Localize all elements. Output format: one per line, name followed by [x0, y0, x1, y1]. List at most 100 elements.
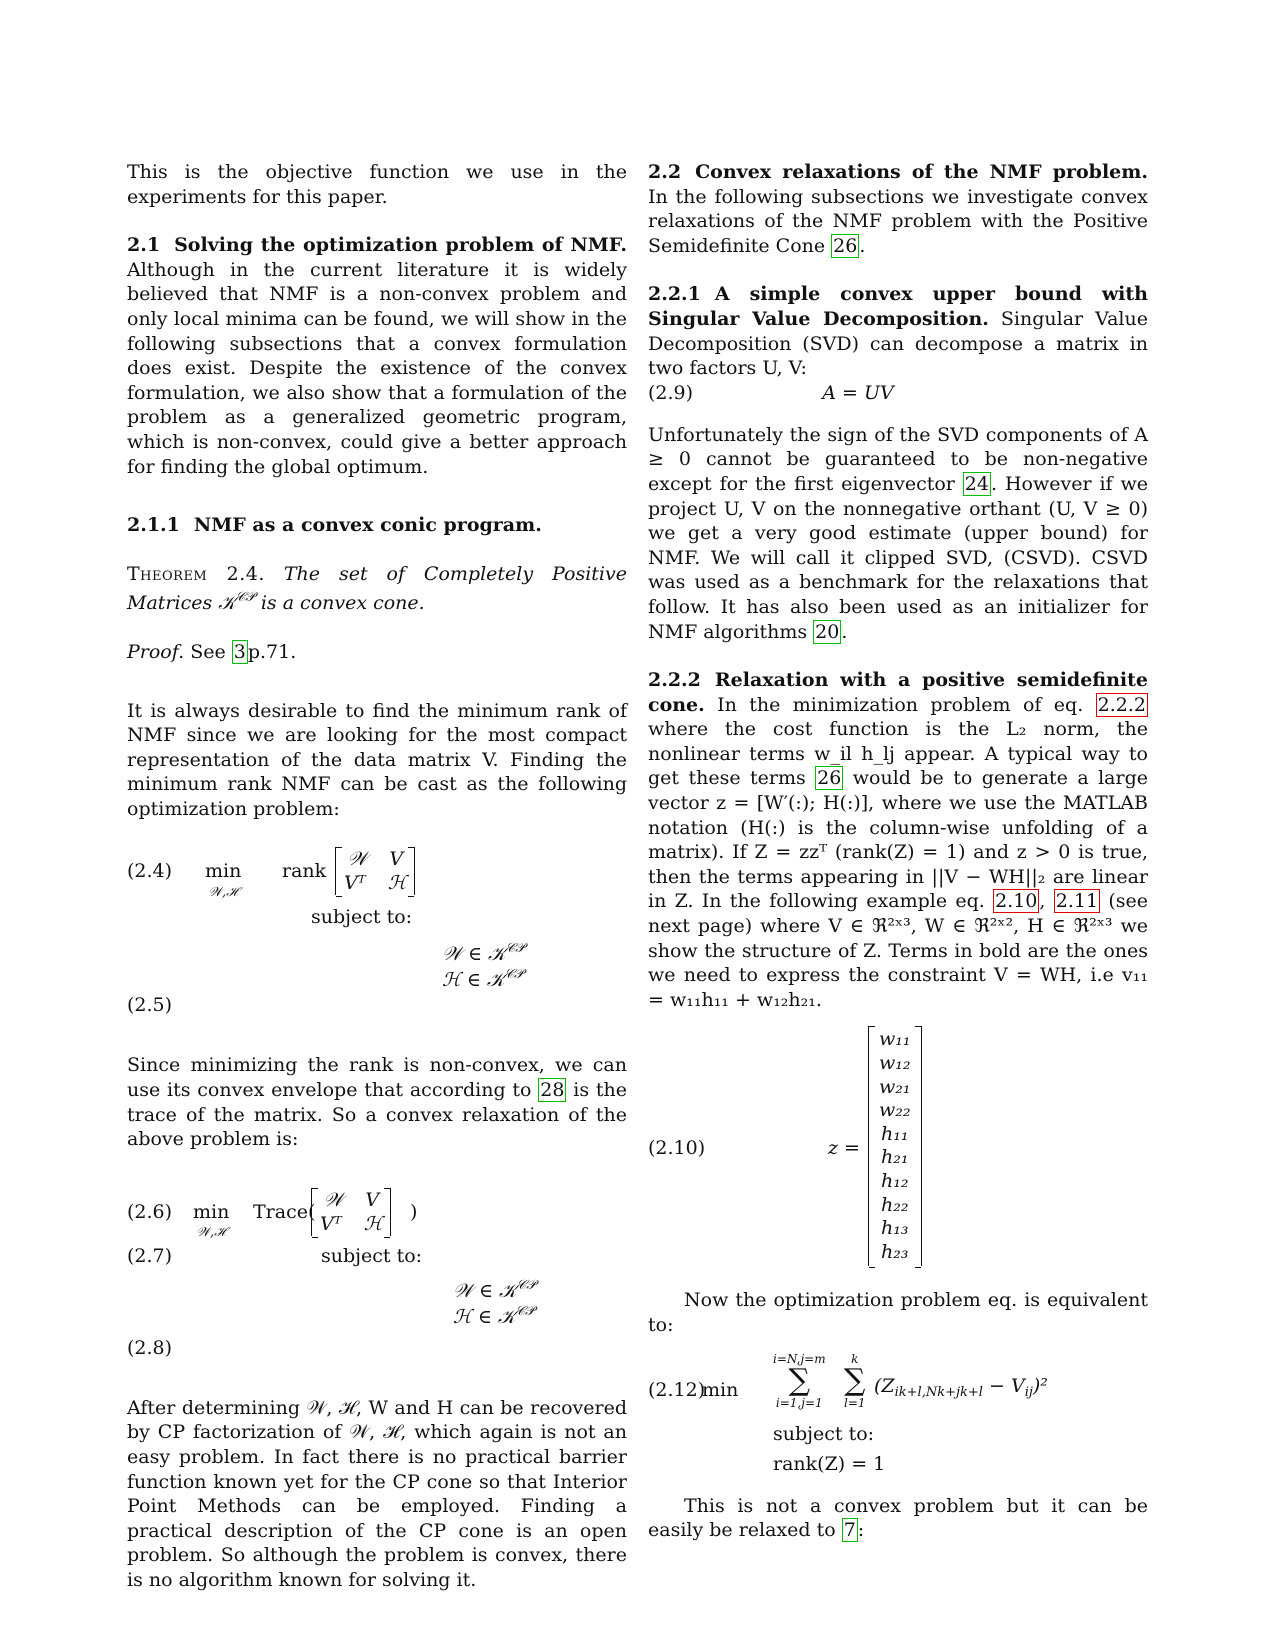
section-title: Convex relaxations of the NMF problem.	[695, 161, 1148, 183]
equation-ref-link[interactable]: 2.2.2	[1095, 692, 1148, 717]
z-entry: w₁₂	[879, 1052, 911, 1074]
text: Unfortunately the sign of the SVD compon…	[648, 423, 1148, 495]
after-paragraph: After determining 𝒲, ℋ, W and H can be r…	[127, 1396, 627, 1591]
inner-sum: k ∑ l=1	[844, 1352, 866, 1410]
constraint-w: 𝒲 ∈ 𝒦𝒞𝒫	[453, 1274, 536, 1304]
equation-number: (2.9)	[648, 381, 694, 404]
equation-number: (2.12)	[648, 1378, 706, 1401]
citation-link[interactable]: 3	[231, 639, 248, 664]
theorem-label: Theorem 2.4.	[127, 562, 265, 585]
citation-link[interactable]: 20	[813, 619, 842, 644]
citation-link[interactable]: 7	[841, 1518, 858, 1543]
trace-close: )	[410, 1200, 418, 1223]
svd-paragraph: Unfortunately the sign of the SVD compon…	[648, 423, 1148, 644]
equation-ref-link[interactable]: 2.11	[1053, 889, 1101, 914]
text: .	[841, 620, 848, 643]
sum-lower: i=1,j=1	[775, 1395, 823, 1410]
constraint-sup: 𝒞𝒫	[516, 1277, 536, 1293]
citation-link[interactable]: 26	[815, 766, 844, 791]
matrix-cell: 𝒲	[347, 848, 368, 871]
z-entry: h₁₂	[881, 1169, 909, 1192]
min-subscript: 𝒲,ℋ	[208, 885, 238, 901]
citation-link[interactable]: 24	[962, 471, 991, 496]
summand-sub: ij	[1024, 1384, 1033, 1400]
subsection-title: Relaxation with a positive semidefinite …	[648, 669, 1148, 716]
proof-post: p.71.	[247, 640, 297, 663]
text: where the cost function is the L₂ norm, …	[648, 718, 1148, 790]
theorem-2-4: Theorem 2.4. The set of Completely Posit…	[127, 562, 627, 616]
min-text: min	[205, 860, 242, 883]
equation-ref-link[interactable]: 2.10	[993, 889, 1040, 914]
text: . However if we project U, V on the nonn…	[648, 472, 1148, 643]
constraint-text: 𝒲 ∈ 𝒦	[442, 943, 506, 966]
subsection-title: NMF as a convex conic program.	[193, 514, 542, 537]
equation-number-2-8: (2.8)	[127, 1336, 173, 1359]
matrix-cell: V	[389, 848, 404, 871]
summand-part: − V	[982, 1374, 1025, 1397]
summand-part: (Z	[874, 1374, 895, 1397]
subject-to: subject to:	[321, 1244, 423, 1267]
matrix-cell: 𝒲	[323, 1188, 344, 1211]
summand-sub: ik+l,Nk+jk+l	[894, 1384, 983, 1400]
sum-upper: i=N,j=m	[773, 1351, 826, 1366]
rank-operator: rank	[282, 860, 327, 883]
z-entry: h₂₁	[881, 1146, 909, 1169]
theorem-text-a: The set of Completely Positive Matrices	[127, 562, 627, 615]
matrix-cell: V	[365, 1188, 380, 1211]
subsection-number: 2.1.1	[127, 514, 180, 537]
trace-operator: Trace(	[253, 1200, 316, 1223]
text: :	[857, 1519, 865, 1542]
cone-symbol: 𝒦	[218, 592, 236, 615]
sigma-symbol: ∑	[788, 1362, 810, 1398]
equation-number: (2.4)	[127, 860, 173, 883]
sum-lower: l=1	[844, 1395, 866, 1410]
constraint-w: 𝒲 ∈ 𝒦𝒞𝒫	[442, 937, 525, 967]
left-column: This is the objective function we use in…	[127, 160, 627, 1593]
z-entry: w₂₂	[879, 1099, 911, 1122]
matrix-cell: ℋ	[363, 1212, 383, 1235]
text: (see next page) where V ∈ ℜ²ˣ³, W ∈ ℜ²ˣ²…	[648, 890, 1148, 1011]
equation-number-2-5: (2.5)	[127, 994, 173, 1017]
text: would be to generate a large vector z = …	[648, 767, 1148, 913]
z-entry: w₂₁	[879, 1075, 911, 1098]
sigma-symbol: ∑	[844, 1362, 866, 1398]
min-text: min	[193, 1200, 230, 1223]
constraint-text: ℋ ∈ 𝒦	[453, 1305, 516, 1328]
subject-to: subject to:	[311, 906, 413, 929]
subsection-2-1-1: 2.1.1 NMF as a convex conic program.	[127, 513, 627, 538]
z-lhs: z =	[828, 1137, 860, 1160]
equation-2-9: (2.9) A = UV	[648, 381, 1148, 409]
equation-number-2-7: (2.7)	[127, 1244, 173, 1267]
proof-pre: See	[190, 640, 232, 663]
text: Since minimizing the rank is non-convex,…	[127, 1054, 627, 1102]
matrix-cell: ℋ	[387, 872, 407, 895]
section-body: Although in the current literature it is…	[127, 258, 627, 478]
equation-2-12: (2.12) min i=N,j=m ∑ i=1,j=1 k ∑ l=1 (Zi…	[648, 1352, 1148, 1422]
citation-link[interactable]: 26	[831, 233, 860, 258]
citation-link[interactable]: 28	[538, 1078, 567, 1103]
section-title: Solving the optimization problem of NMF.	[174, 234, 627, 257]
cone-superscript: 𝒞𝒫	[235, 590, 255, 606]
z-entry: h₂₂	[881, 1193, 909, 1216]
constraint-sup: 𝒞𝒫	[504, 967, 524, 983]
last-paragraph: This is not a convex problem but it can …	[648, 1494, 1148, 1543]
z-entry: h₁₁	[881, 1122, 909, 1145]
trace-paragraph: Since minimizing the rank is non-convex,…	[127, 1053, 627, 1151]
constraint-h: ℋ ∈ 𝒦𝒞𝒫	[453, 1300, 534, 1330]
text: is the trace of the matrix. So a convex …	[127, 1079, 627, 1151]
subsection-number: 2.2.2	[648, 669, 701, 692]
rank-constraint: rank(Z) = 1	[773, 1452, 886, 1475]
constraint-text: 𝒲 ∈ 𝒦	[453, 1279, 517, 1302]
subsection-body: Singular Value Decomposition (SVD) can d…	[648, 307, 1148, 380]
text: .	[859, 234, 866, 257]
equiv-paragraph: Now the optimization problem eq. is equi…	[648, 1289, 1148, 1336]
constraint-sup: 𝒞𝒫	[505, 941, 525, 957]
